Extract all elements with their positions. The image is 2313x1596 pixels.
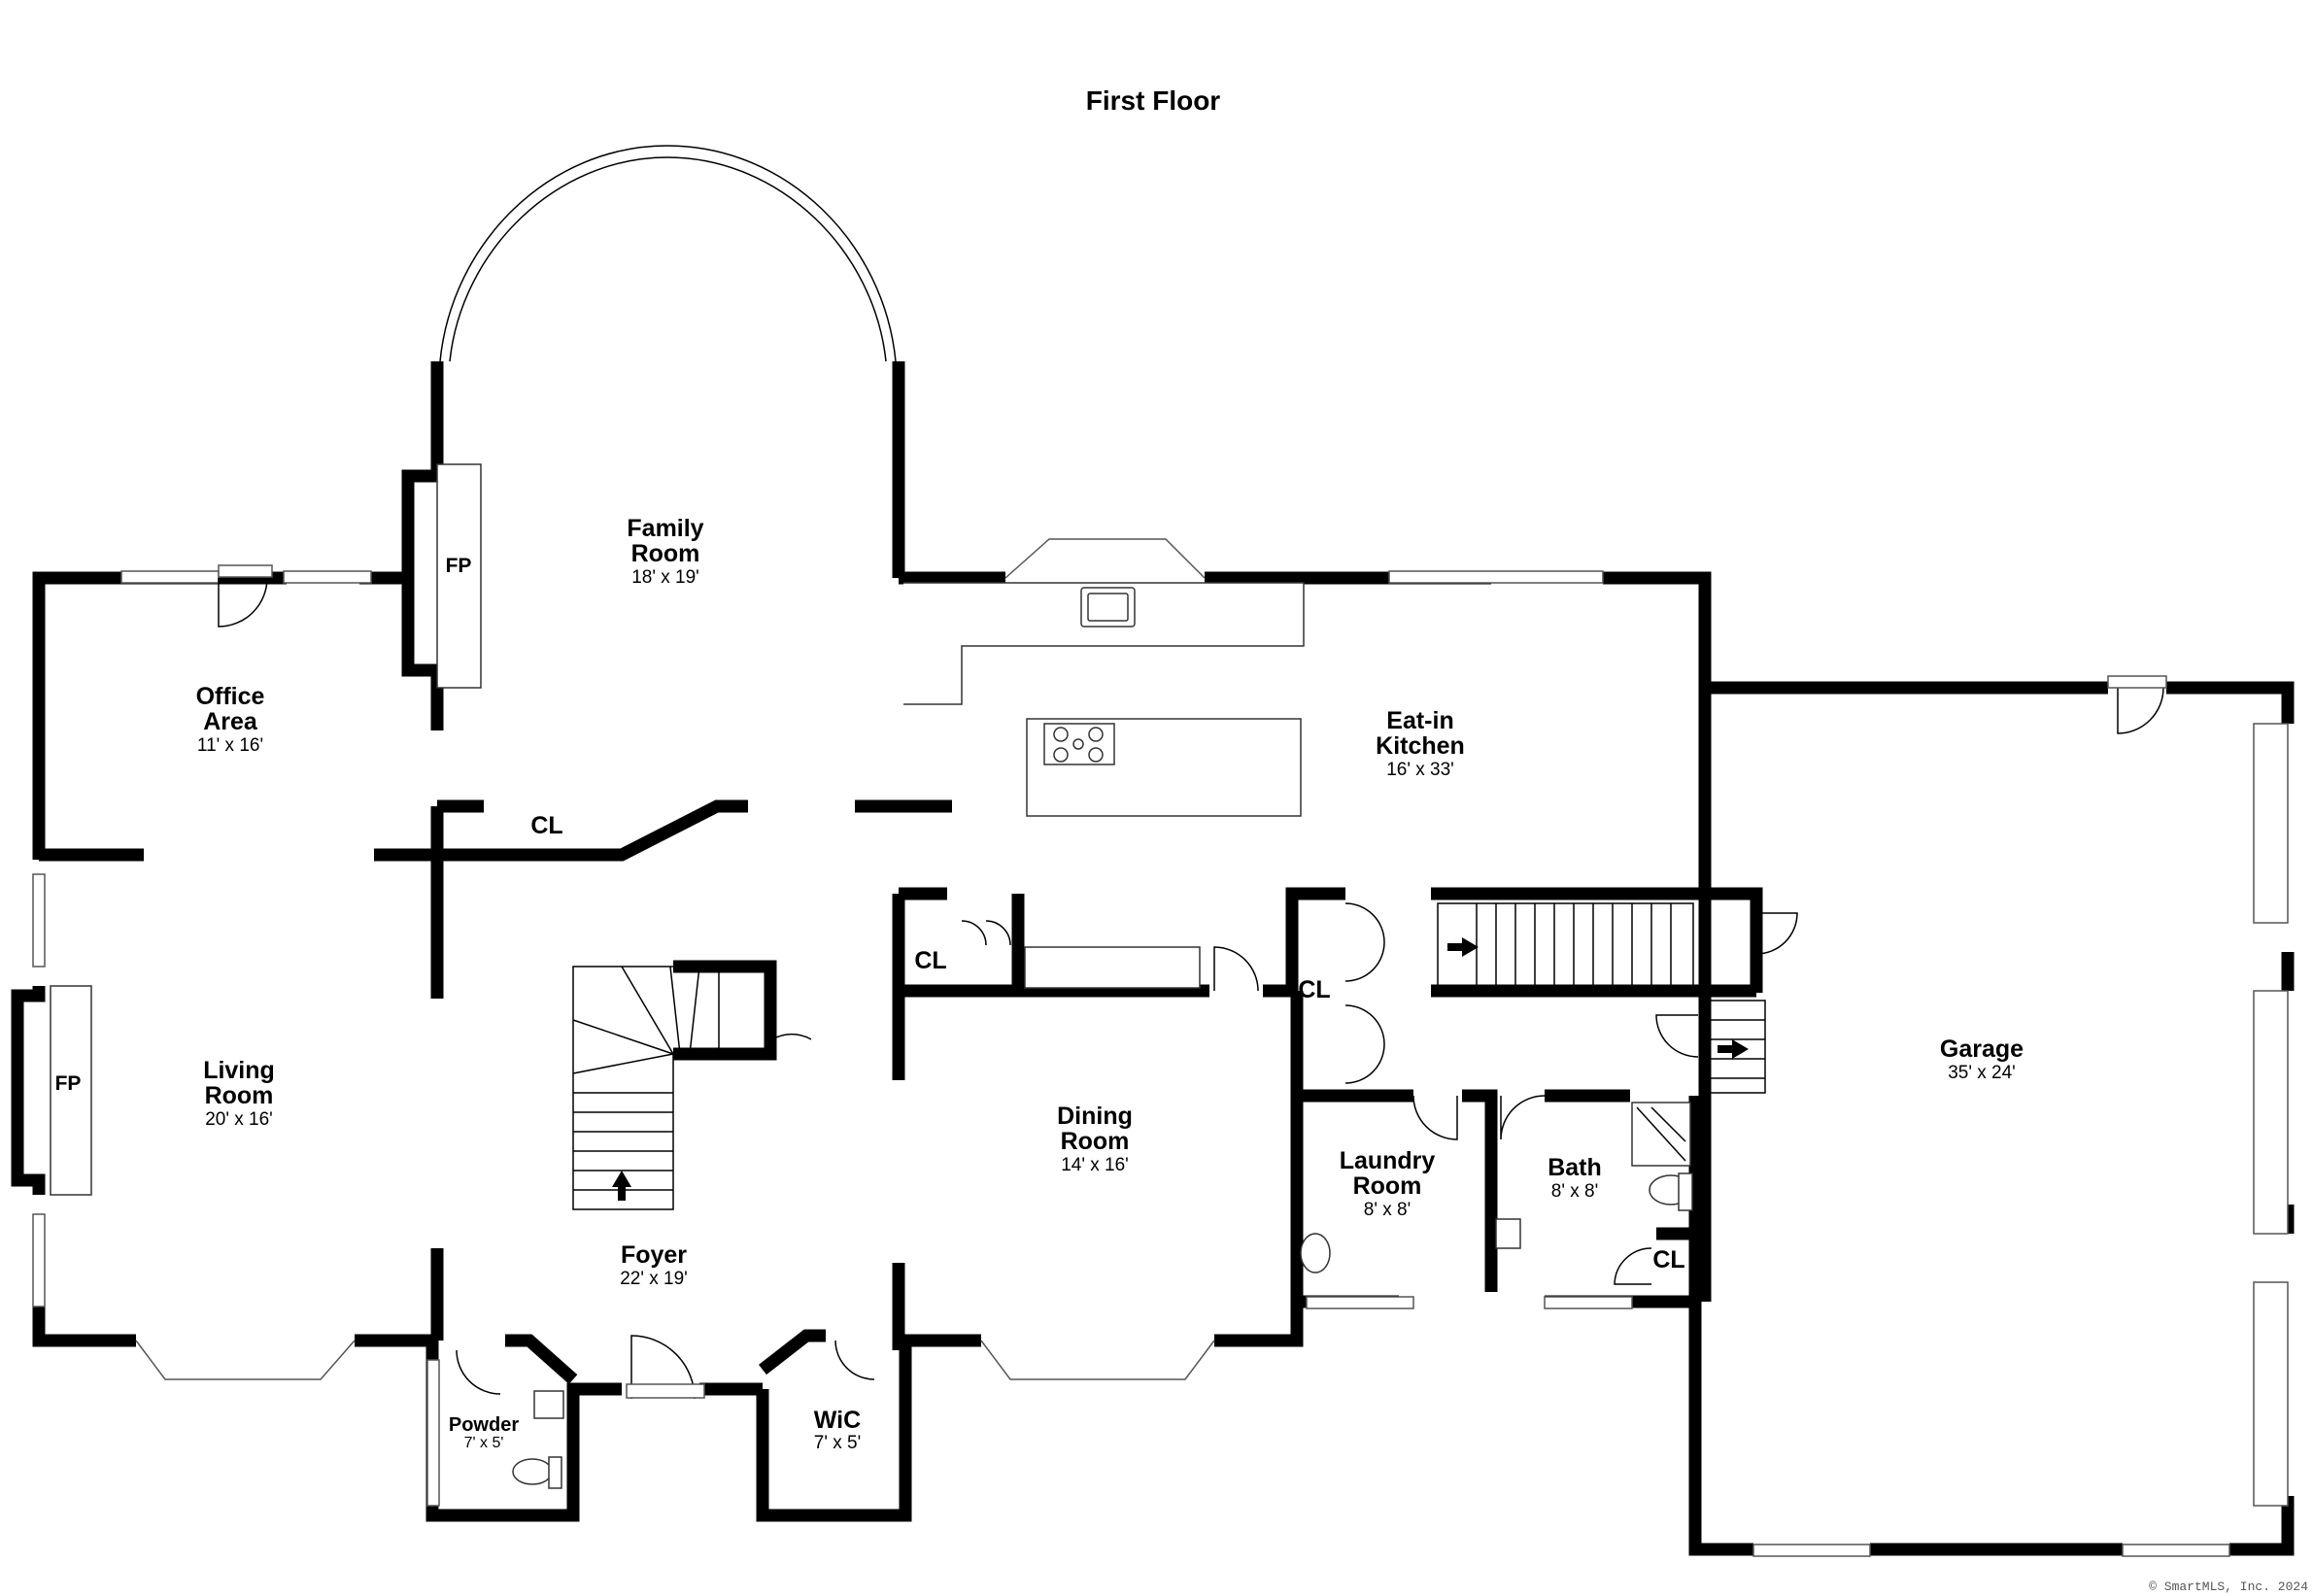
svg-text:7' x 5': 7' x 5' — [464, 1435, 504, 1451]
svg-text:Powder: Powder — [449, 1414, 519, 1436]
svg-text:7' x 5': 7' x 5' — [814, 1433, 861, 1453]
fireplace-label-living: FP — [55, 1072, 82, 1095]
room-kitchen: Eat-in Kitchen 16' x 33' — [1376, 707, 1465, 780]
svg-text:22' x 19': 22' x 19' — [620, 1269, 688, 1289]
svg-text:11' x 16': 11' x 16' — [197, 735, 263, 756]
svg-text:8' x 8': 8' x 8' — [1551, 1181, 1598, 1202]
room-garage: Garage 35' x 24' — [1940, 1036, 2024, 1083]
room-living: Living Room 20' x 16' — [203, 1057, 275, 1130]
closet-label-bath: CL — [1652, 1246, 1684, 1273]
svg-text:14' x 16': 14' x 16' — [1061, 1155, 1129, 1175]
kitchen-fixtures — [903, 582, 1305, 989]
closet-label-hall: CL — [530, 812, 562, 839]
bath-fixtures — [512, 1102, 1693, 1489]
closet-label-pantry: CL — [1298, 976, 1330, 1003]
svg-text:8' x 8': 8' x 8' — [1364, 1200, 1411, 1220]
room-foyer: Foyer 22' x 19' — [620, 1241, 688, 1289]
svg-text:Bath: Bath — [1548, 1154, 1602, 1181]
room-bath: Bath 8' x 8' — [1548, 1154, 1602, 1202]
svg-text:Room: Room — [1353, 1172, 1422, 1200]
svg-text:Room: Room — [1061, 1128, 1130, 1155]
svg-text:Garage: Garage — [1940, 1036, 2024, 1063]
svg-text:WiC: WiC — [814, 1407, 861, 1434]
main-staircase — [572, 966, 720, 1210]
svg-text:Office: Office — [196, 683, 265, 710]
svg-text:20' x 16': 20' x 16' — [205, 1109, 273, 1130]
svg-text:Kitchen: Kitchen — [1376, 732, 1465, 760]
closet-label-stair: CL — [914, 947, 946, 974]
svg-text:Living: Living — [203, 1057, 275, 1084]
room-family: Family Room 18' x 19' — [627, 515, 703, 588]
svg-text:Eat-in: Eat-in — [1386, 707, 1453, 734]
svg-text:Foyer: Foyer — [621, 1241, 687, 1269]
windows — [32, 463, 2289, 1557]
svg-text:Family: Family — [627, 515, 703, 542]
doors — [218, 564, 2167, 1400]
svg-text:Room: Room — [205, 1082, 274, 1109]
room-powder: Powder 7' x 5' — [449, 1414, 519, 1451]
svg-text:18' x 19': 18' x 19' — [631, 567, 699, 588]
svg-text:16' x 33': 16' x 33' — [1386, 760, 1454, 780]
room-laundry: Laundry Room 8' x 8' — [1340, 1147, 1436, 1220]
svg-text:Laundry: Laundry — [1340, 1147, 1436, 1174]
fireplace-label-family: FP — [446, 555, 472, 577]
walls — [11, 361, 2295, 1556]
family-room-bay — [439, 145, 897, 362]
svg-text:35' x 24': 35' x 24' — [1948, 1063, 2016, 1083]
room-office: Office Area 11' x 16' — [196, 683, 265, 756]
floor-title: First Floor — [1086, 85, 1221, 116]
room-dining: Dining Room 14' x 16' — [1057, 1103, 1133, 1175]
back-staircase — [1437, 902, 1766, 1094]
svg-text:Dining: Dining — [1057, 1103, 1133, 1130]
svg-text:Area: Area — [203, 708, 258, 735]
stair-up-arrow-icon — [612, 1171, 631, 1187]
svg-text:Room: Room — [631, 540, 700, 567]
room-wic: WiC 7' x 5' — [814, 1407, 861, 1453]
back-stair-arrow-icon — [1462, 937, 1479, 957]
garage-stair-arrow-icon — [1732, 1039, 1749, 1059]
copyright-notice: © SmartMLS, Inc. 2024 — [2149, 1579, 2308, 1594]
